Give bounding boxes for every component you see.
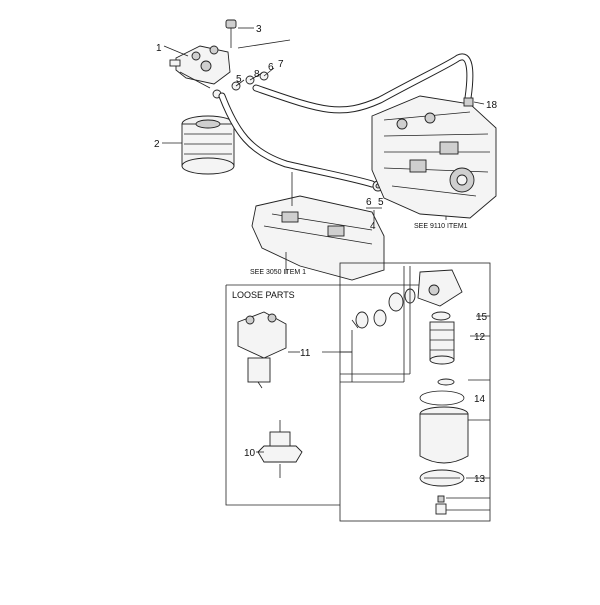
callout-2: 2 [154, 139, 160, 150]
injection-pump [371, 95, 497, 219]
callout-7: 7 [278, 59, 284, 70]
exploded-small-parts [351, 288, 416, 329]
callout-10: 10 [244, 448, 256, 459]
callout-8: 8 [254, 69, 260, 80]
callout-11: 11 [300, 348, 311, 359]
fuel-hose [218, 53, 474, 188]
callout-4: 4 [370, 221, 376, 232]
callout-5: 5 [236, 74, 242, 85]
drain-plug [435, 495, 447, 515]
callout-labels: 1 2 3 4 5 5 6 8 6 7 18 11 10 15 12 14 13 [154, 24, 498, 485]
mounting-bracket [257, 420, 303, 478]
o-ring-seal [431, 311, 451, 321]
filter-head [169, 45, 231, 89]
callout-18: 18 [486, 100, 498, 111]
callout-6b: 6 [268, 62, 274, 73]
callout-3: 3 [256, 24, 262, 35]
callout-13: 13 [474, 474, 486, 485]
callout-6: 6 [366, 197, 372, 208]
note-see-pump: SEE 9110 ITEM1 [414, 223, 468, 230]
upper-leaders [162, 27, 485, 222]
filter-element [429, 321, 455, 365]
note-see-frame: SEE 3050 ITEM 1 [250, 269, 306, 276]
loose-parts-title: LOOSE PARTS [232, 290, 295, 300]
loose-parts-box [225, 262, 491, 522]
washer [437, 378, 455, 386]
guide-lines-right [340, 266, 490, 511]
callout-15: 15 [476, 312, 488, 323]
callout-1: 1 [156, 43, 162, 54]
filter-assembly [237, 311, 287, 389]
bolt [225, 19, 237, 48]
callout-5b: 5 [378, 197, 384, 208]
callout-14: 14 [474, 394, 486, 405]
retaining-ring [419, 469, 465, 487]
filter-housing-top [417, 269, 463, 307]
gasket-ring [419, 390, 465, 406]
frame-section [251, 195, 385, 281]
callout-12: 12 [474, 332, 486, 343]
filter-cartridge [181, 115, 235, 175]
filter-bowl [419, 406, 469, 464]
banjo-fitting [463, 97, 474, 107]
